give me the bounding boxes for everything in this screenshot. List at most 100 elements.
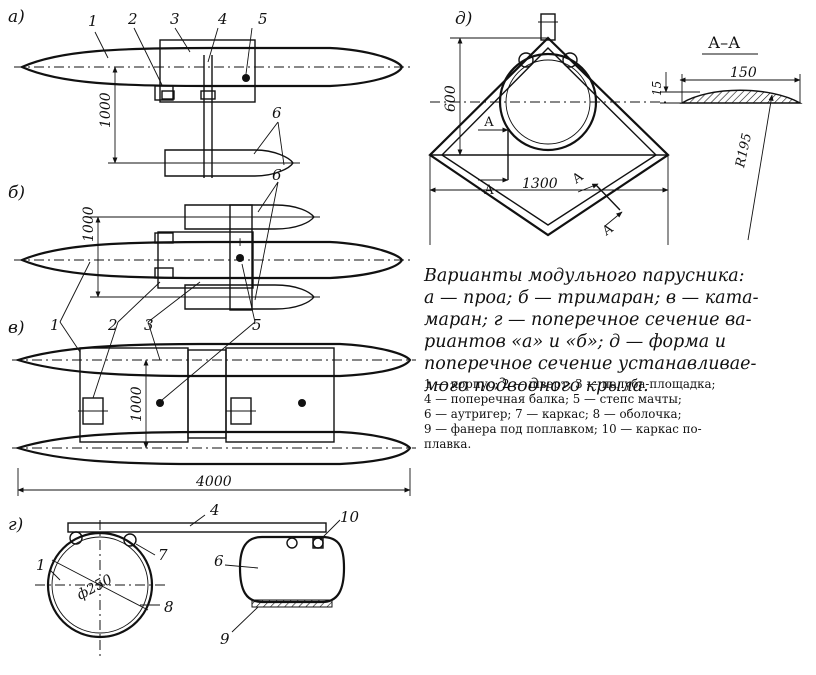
leader-a-6a xyxy=(253,121,279,155)
leader-v-2b xyxy=(92,321,119,399)
mast-step-b xyxy=(236,254,244,262)
figure-caption: Варианты модульного парусника: а — проа;… xyxy=(424,265,810,397)
wing-head xyxy=(540,13,556,41)
dia-line xyxy=(51,559,149,611)
float-ring-2 xyxy=(312,537,324,549)
wing-ring-lug-1 xyxy=(518,52,534,68)
leader-a-5 xyxy=(245,27,253,75)
cross-beam-b xyxy=(229,204,253,311)
mast-step-v-1 xyxy=(156,399,164,407)
leader-a-4 xyxy=(207,27,219,63)
callout-4-a: 4 xyxy=(217,10,228,28)
panel-label-g: г) xyxy=(8,515,23,535)
callout-9-g: 9 xyxy=(220,630,230,648)
panel-label-b: б) xyxy=(8,183,25,203)
leader-v-2a xyxy=(117,281,161,323)
leader-b-6b xyxy=(254,181,279,301)
wing-outline xyxy=(428,36,670,237)
leader-v-5b xyxy=(161,321,256,401)
dim-b-height: 1000 xyxy=(81,206,97,242)
clamp-b-1 xyxy=(154,232,174,244)
panel-label-a: а) xyxy=(8,7,25,27)
section-radius-line xyxy=(747,94,774,241)
dim-section-width: 150 xyxy=(730,65,757,81)
leader-b-6a xyxy=(257,181,279,213)
leader-g-4 xyxy=(189,514,206,527)
callout-2-v: 2 xyxy=(107,316,118,334)
hull-v-bottom xyxy=(14,430,412,466)
cut-label-3: А xyxy=(570,169,587,187)
caption-line: а — проа; б — тримаран; в — ката- xyxy=(424,288,759,308)
dim-g-diameter: ф250 xyxy=(74,572,115,604)
panel-v-drawing: в) 1000 4000 xyxy=(8,166,416,496)
callout-4-g: 4 xyxy=(209,501,220,519)
leader-a-2 xyxy=(133,27,163,86)
panel-d-drawing: д) 1300 600 А А А А А–А xyxy=(428,9,803,245)
leader-v-5a xyxy=(241,263,256,323)
daggerboard-a-clamp xyxy=(161,90,175,100)
mast-step-v-2 xyxy=(298,399,306,407)
callout-3-a: 3 xyxy=(170,10,180,28)
float-ring-1 xyxy=(286,537,298,549)
beam-b-plus: + xyxy=(235,235,245,249)
leader-v-3a xyxy=(147,281,201,323)
leader-v-3b xyxy=(147,321,161,361)
caption-line: Варианты модульного парусника: xyxy=(424,266,745,286)
legend-line: 1 — корпус; 2 — шверт; 3 — палуба-площад… xyxy=(424,377,716,391)
dim-v-height: 1000 xyxy=(129,386,145,422)
hull-section xyxy=(46,531,154,639)
callout-7-g: 7 xyxy=(158,546,168,564)
panel-label-v: в) xyxy=(8,318,25,338)
wing-ring-lug-2 xyxy=(562,52,578,68)
cut-label-4: А xyxy=(600,221,617,239)
callout-1-v: 1 xyxy=(50,316,60,334)
wing-inner xyxy=(440,47,658,226)
cut-label-1: А xyxy=(484,115,494,130)
cut-label-2: А xyxy=(484,183,494,198)
leader-a-3 xyxy=(174,27,191,53)
panel-b-drawing: б) + 1000 xyxy=(8,183,412,311)
dim-section-thickness: 15 xyxy=(650,81,664,96)
callout-10-g: 10 xyxy=(340,508,360,526)
hull-v-top xyxy=(14,342,412,378)
platform-a xyxy=(159,39,256,103)
caption-line: поперечное сечение устанавливае- xyxy=(424,354,757,374)
panel-a-drawing: а) 1000 1 2 3 4 5 6 xyxy=(8,7,412,178)
cut-arrow-3 xyxy=(577,183,599,193)
legend-line: 4 — поперечная балка; 5 — степс мачты; xyxy=(424,392,682,406)
dim-d-width: 1300 xyxy=(522,176,558,192)
callout-1-a: 1 xyxy=(88,12,98,30)
leader-v-1a xyxy=(59,261,91,323)
section-title: А–А xyxy=(708,33,740,52)
callout-6-a: 6 xyxy=(272,104,282,122)
platform-b xyxy=(157,231,254,289)
leader-g-6 xyxy=(224,564,259,569)
legend-line: плавка. xyxy=(424,437,472,451)
leader-g-9 xyxy=(231,606,259,633)
leader-v-1b xyxy=(59,321,81,353)
dim-d-height: 600 xyxy=(443,85,459,112)
panel-g-drawing: г) ф250 4 1 7 8 6 9 10 xyxy=(8,501,360,660)
panel-label-d: д) xyxy=(455,9,472,29)
platform-v-joint xyxy=(187,349,227,439)
caption-line: риантов «а» и «б»; д — форма и xyxy=(424,332,727,352)
platform-v-2 xyxy=(225,347,335,443)
caption-line: мого подводного крыла. xyxy=(424,376,649,396)
float-plywood xyxy=(251,599,333,608)
dim-a-height: 1000 xyxy=(98,92,114,128)
float-section xyxy=(238,535,346,604)
callout-6-b: 6 xyxy=(272,166,282,184)
frame-ring-2 xyxy=(123,533,137,547)
cut-line-d xyxy=(595,184,621,211)
callout-8-g: 8 xyxy=(164,598,174,616)
beam-clamp-a xyxy=(200,90,216,100)
leader-g-1 xyxy=(49,569,61,581)
mast-step-a xyxy=(242,74,250,82)
parts-legend: 1 — корпус; 2 — шверт; 3 — палуба-площад… xyxy=(424,377,810,452)
float-frame xyxy=(312,537,324,549)
callout-1-g: 1 xyxy=(36,556,46,574)
callout-5-a: 5 xyxy=(258,10,268,28)
callout-6-g: 6 xyxy=(214,552,224,570)
